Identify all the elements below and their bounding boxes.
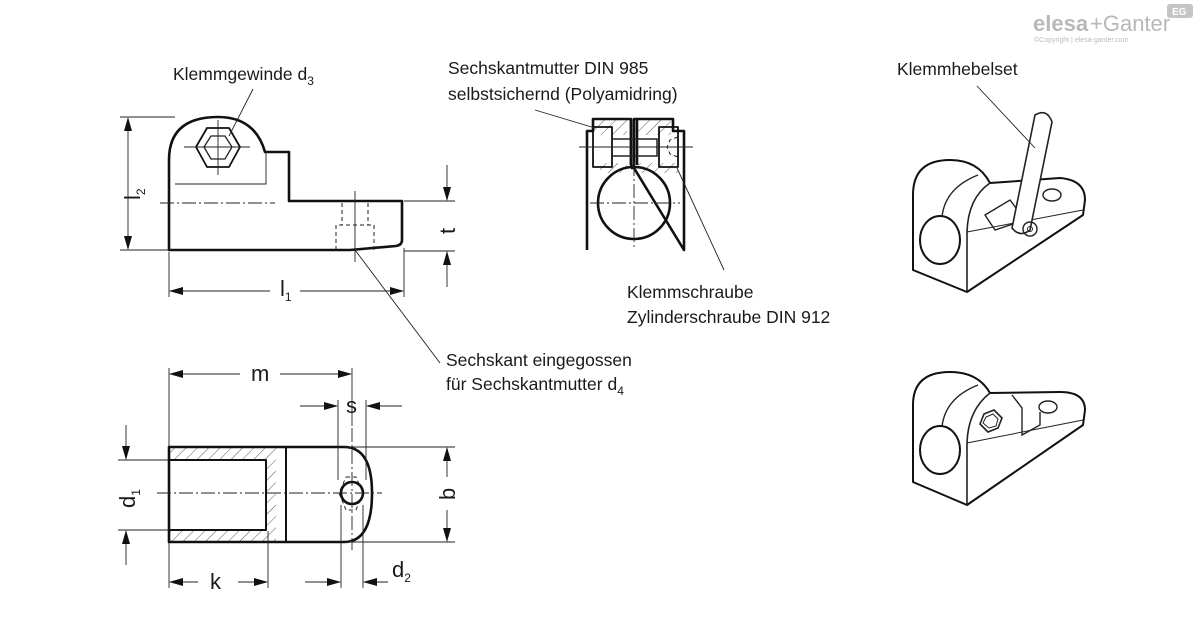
logo-badge-icon	[1167, 4, 1193, 18]
dim-d1-label: d1	[115, 489, 143, 508]
dim-s-label: s	[346, 393, 357, 418]
dim-t-label: t	[435, 228, 460, 234]
elesa-ganter-logo: elesa +Ganter EG ©Copyright | elesa-gant…	[1033, 4, 1193, 44]
top-view-drawing: m s d1 b k	[115, 350, 632, 594]
label-nut-line2: selbstsichernd (Polyamidring)	[448, 84, 678, 104]
label-clamp-thread: Klemmgewinde d3	[173, 64, 314, 88]
dim-l2-label: l2	[120, 188, 148, 200]
iso-view-without-lever	[912, 371, 1086, 506]
iso-view-with-lever: Klemmhebelset	[897, 59, 1086, 293]
dim-l1-label: l1	[280, 276, 292, 304]
label-screw-line2: Zylinderschraube DIN 912	[627, 307, 830, 327]
label-lever-set: Klemmhebelset	[897, 59, 1018, 79]
label-nut-line1: Sechskantmutter DIN 985	[448, 58, 648, 78]
label-hex-line2: für Sechskantmutter d4	[446, 374, 624, 398]
label-hex-line1: Sechskant eingegossen	[446, 350, 632, 370]
dim-b-label: b	[435, 488, 460, 500]
side-view-drawing: l2 l1 t Klemmgewinde d3	[120, 64, 460, 364]
section-view-drawing: Sechskantmutter DIN 985 selbstsichernd (…	[448, 58, 830, 327]
label-screw-line1: Klemmschraube	[627, 282, 753, 302]
logo-copyright: ©Copyright | elesa-ganter.com	[1034, 36, 1129, 44]
dim-k-label: k	[210, 569, 222, 594]
logo-brand-right: +Ganter	[1090, 11, 1170, 36]
logo-badge-text: EG	[1172, 7, 1187, 18]
dim-d2-label: d2	[392, 557, 411, 585]
dim-m-label: m	[251, 361, 269, 386]
logo-brand-left: elesa	[1033, 11, 1089, 36]
